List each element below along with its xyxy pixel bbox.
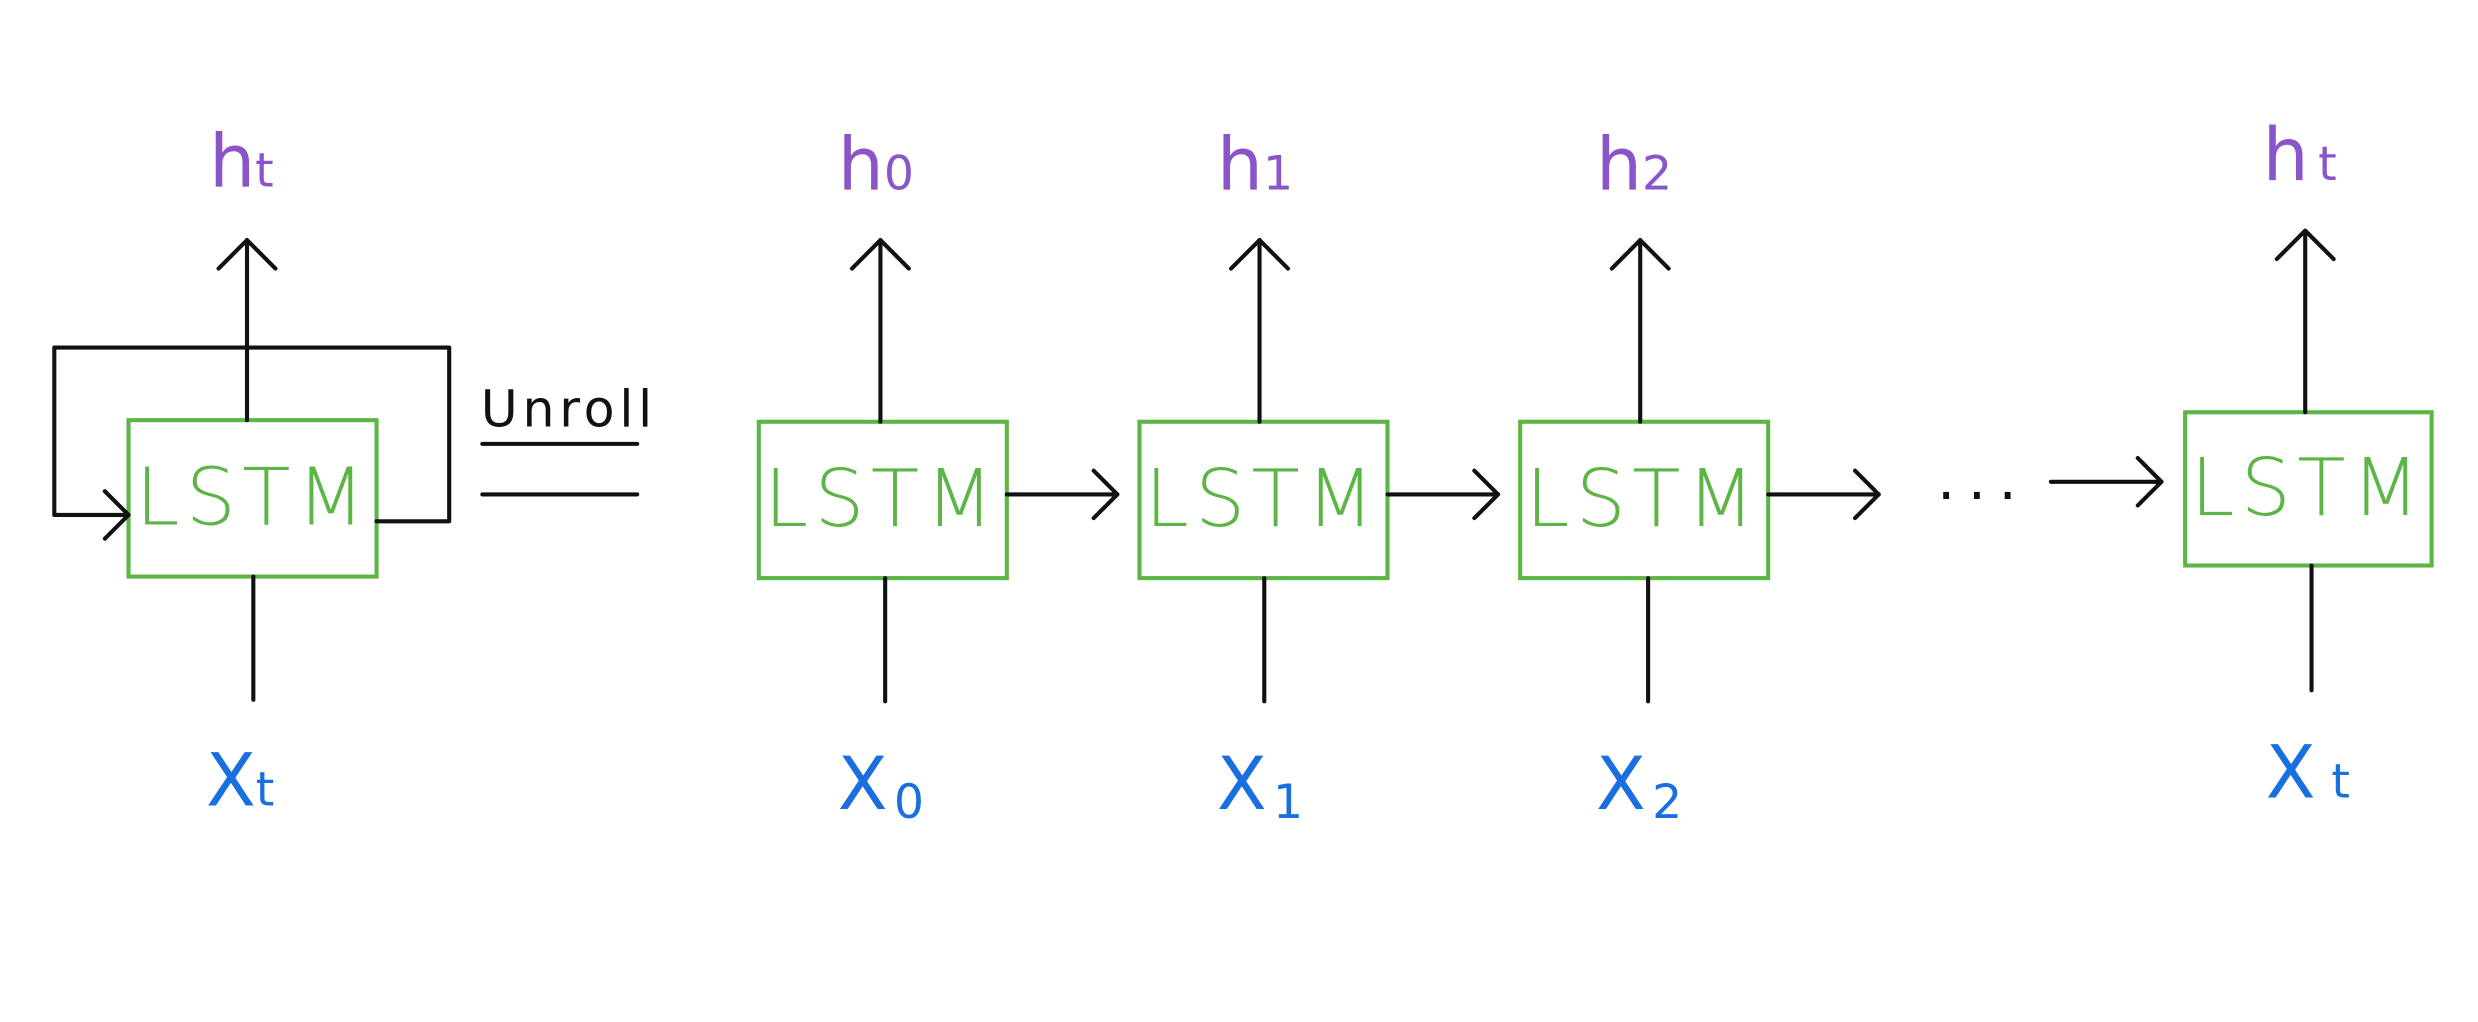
output-arrow	[1229, 238, 1291, 424]
lstm-cell-label: LSTM	[2190, 442, 2426, 534]
lstm-cell-label: LSTM	[1525, 453, 1761, 545]
equals-sign	[480, 441, 640, 497]
ellipsis: ...	[1937, 447, 2029, 513]
output-arrow	[2274, 228, 2336, 415]
output-arrow	[1609, 238, 1671, 424]
hidden-state-arrow	[1766, 468, 1881, 521]
output-arrow	[849, 238, 911, 424]
hidden-state-arrow	[1004, 468, 1120, 521]
hidden-state-arrow	[2048, 456, 2164, 508]
output-label: h1	[1217, 124, 1293, 208]
output-label: h2	[1596, 124, 1672, 208]
unroll-equals: Unroll	[480, 379, 657, 497]
output-label: ht	[209, 120, 274, 204]
output-label: h0	[838, 124, 914, 208]
lstm-cell-label: LSTM	[135, 451, 371, 543]
input-label: Xt	[206, 740, 274, 824]
lstm-cell-box	[756, 419, 1009, 581]
lstm-cell-label: LSTM	[764, 453, 1000, 545]
output-arrow	[216, 238, 278, 423]
lstm-cell-box	[1518, 419, 1771, 581]
hidden-state-arrow	[1385, 468, 1501, 521]
recurrent-loop	[52, 345, 452, 524]
arrowhead-icon	[102, 489, 131, 541]
folded-lstm: LSTM ht Xt	[52, 120, 452, 824]
lstm-cell-box	[2183, 410, 2434, 568]
unroll-label: Unroll	[481, 379, 657, 438]
lstm-cell-label: LSTM	[1145, 453, 1381, 545]
